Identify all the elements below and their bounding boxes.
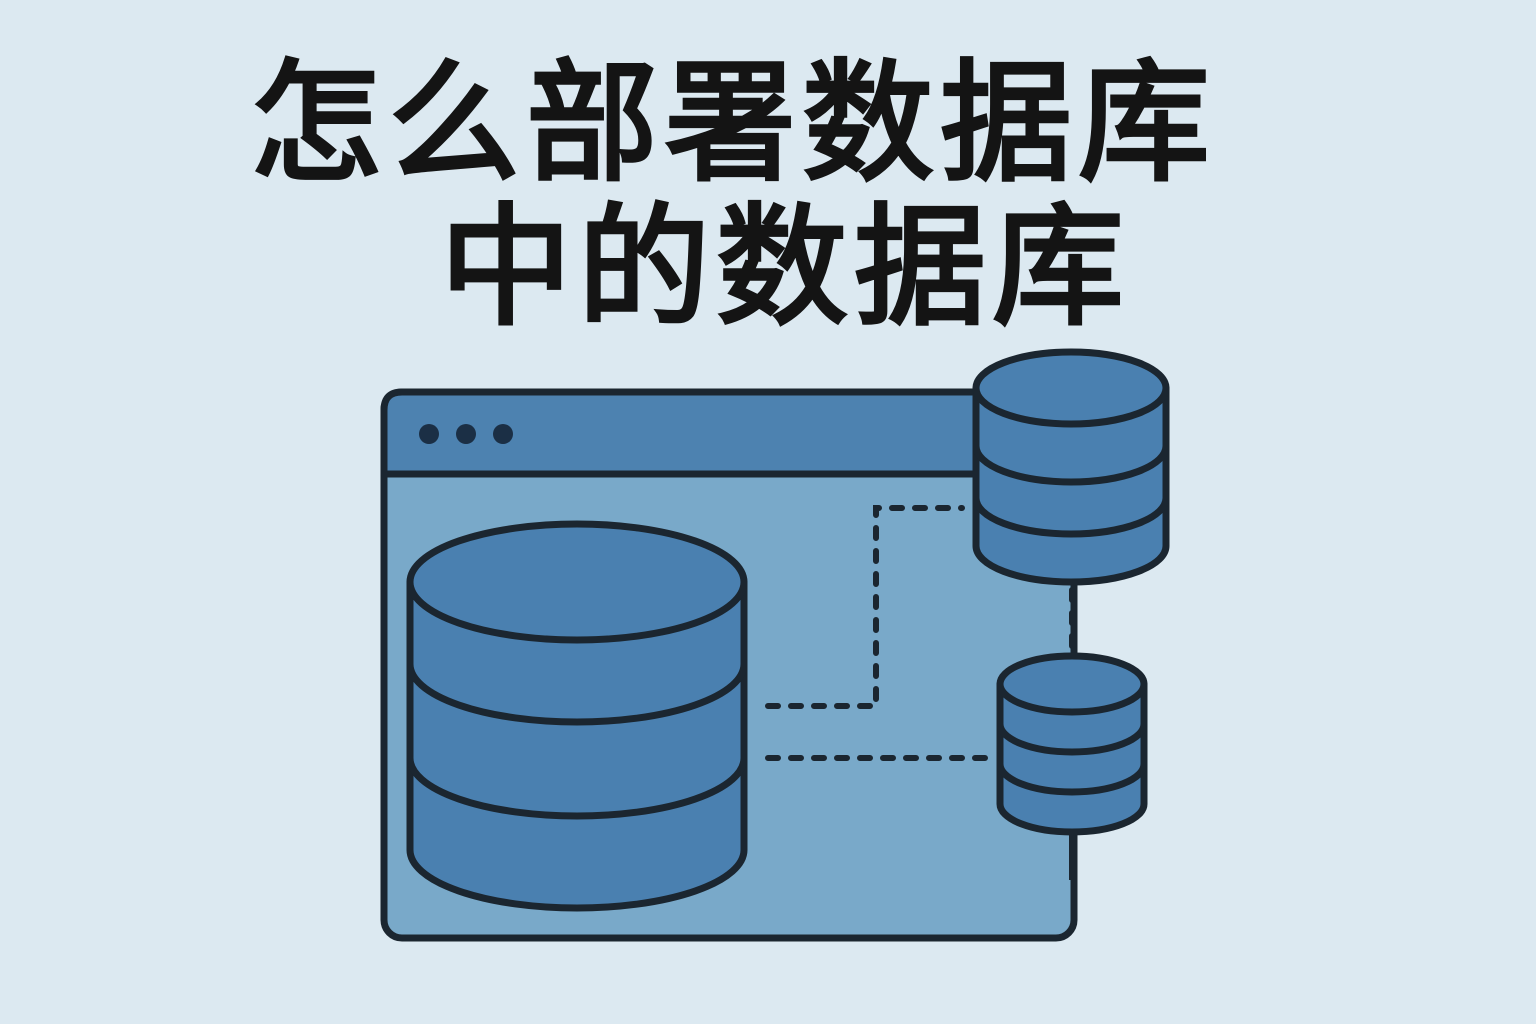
page-title-line-2: 中的数据库 [440,191,1130,345]
database-icon [996,652,1148,836]
window-dot-icon [419,424,439,444]
connection-lines [765,505,1075,761]
page-title-line-1: 怎么部署数据库 [250,47,1216,201]
connector-line [765,505,965,709]
database-icon [972,348,1170,586]
window-dot-icon [456,424,476,444]
database-icon [406,520,748,912]
window-titlebar [380,388,1078,478]
window-dot-icon [493,424,513,444]
